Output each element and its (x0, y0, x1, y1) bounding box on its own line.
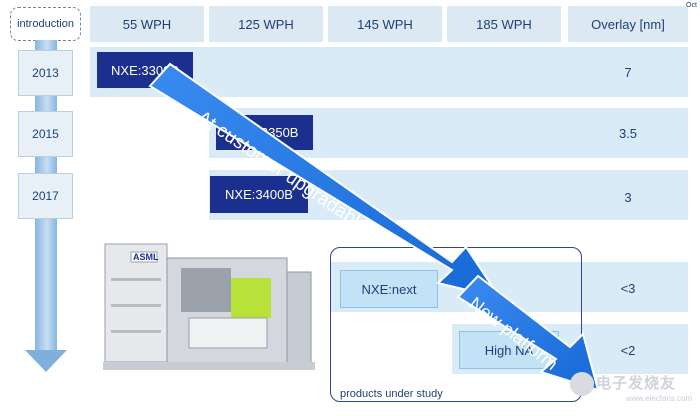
overlay-high: <2 (620, 342, 636, 358)
overlay-2015: 3.5 (618, 125, 638, 141)
product-nxe3400b: NXE:3400B (210, 176, 308, 213)
overlay-2013: 7 (624, 64, 632, 80)
products-under-study-label: products under study (340, 388, 443, 400)
upgradable-arrow-icon (148, 62, 503, 300)
watermark-name: 电子发烧友 (596, 375, 677, 392)
introduction-header: introduction (10, 7, 81, 41)
overlay-2017: 3 (624, 189, 632, 205)
corner-text: Oct (686, 2, 697, 9)
year-2015: 2015 (18, 111, 73, 157)
header-overlay: Overlay [nm] (568, 6, 688, 42)
watermark-url: www.elecfans.com (626, 394, 693, 403)
asml-machine-illustration: ASML (103, 243, 315, 370)
year-2017: 2017 (18, 173, 73, 219)
product-nxe-next: NXE:next (340, 270, 438, 308)
watermark-logo-icon (570, 372, 594, 396)
year-2013: 2013 (18, 50, 73, 96)
products-under-study-frame (330, 247, 582, 402)
overlay-next: <3 (620, 280, 636, 296)
header-185wph: 185 WPH (447, 6, 561, 42)
header-55wph: 55 WPH (90, 6, 204, 42)
header-125wph: 125 WPH (209, 6, 323, 42)
header-145wph: 145 WPH (328, 6, 442, 42)
machine-brand-label: ASML (133, 252, 159, 262)
new-platform-arrow-icon (456, 274, 600, 392)
timeline-arrowhead-icon (25, 350, 67, 372)
